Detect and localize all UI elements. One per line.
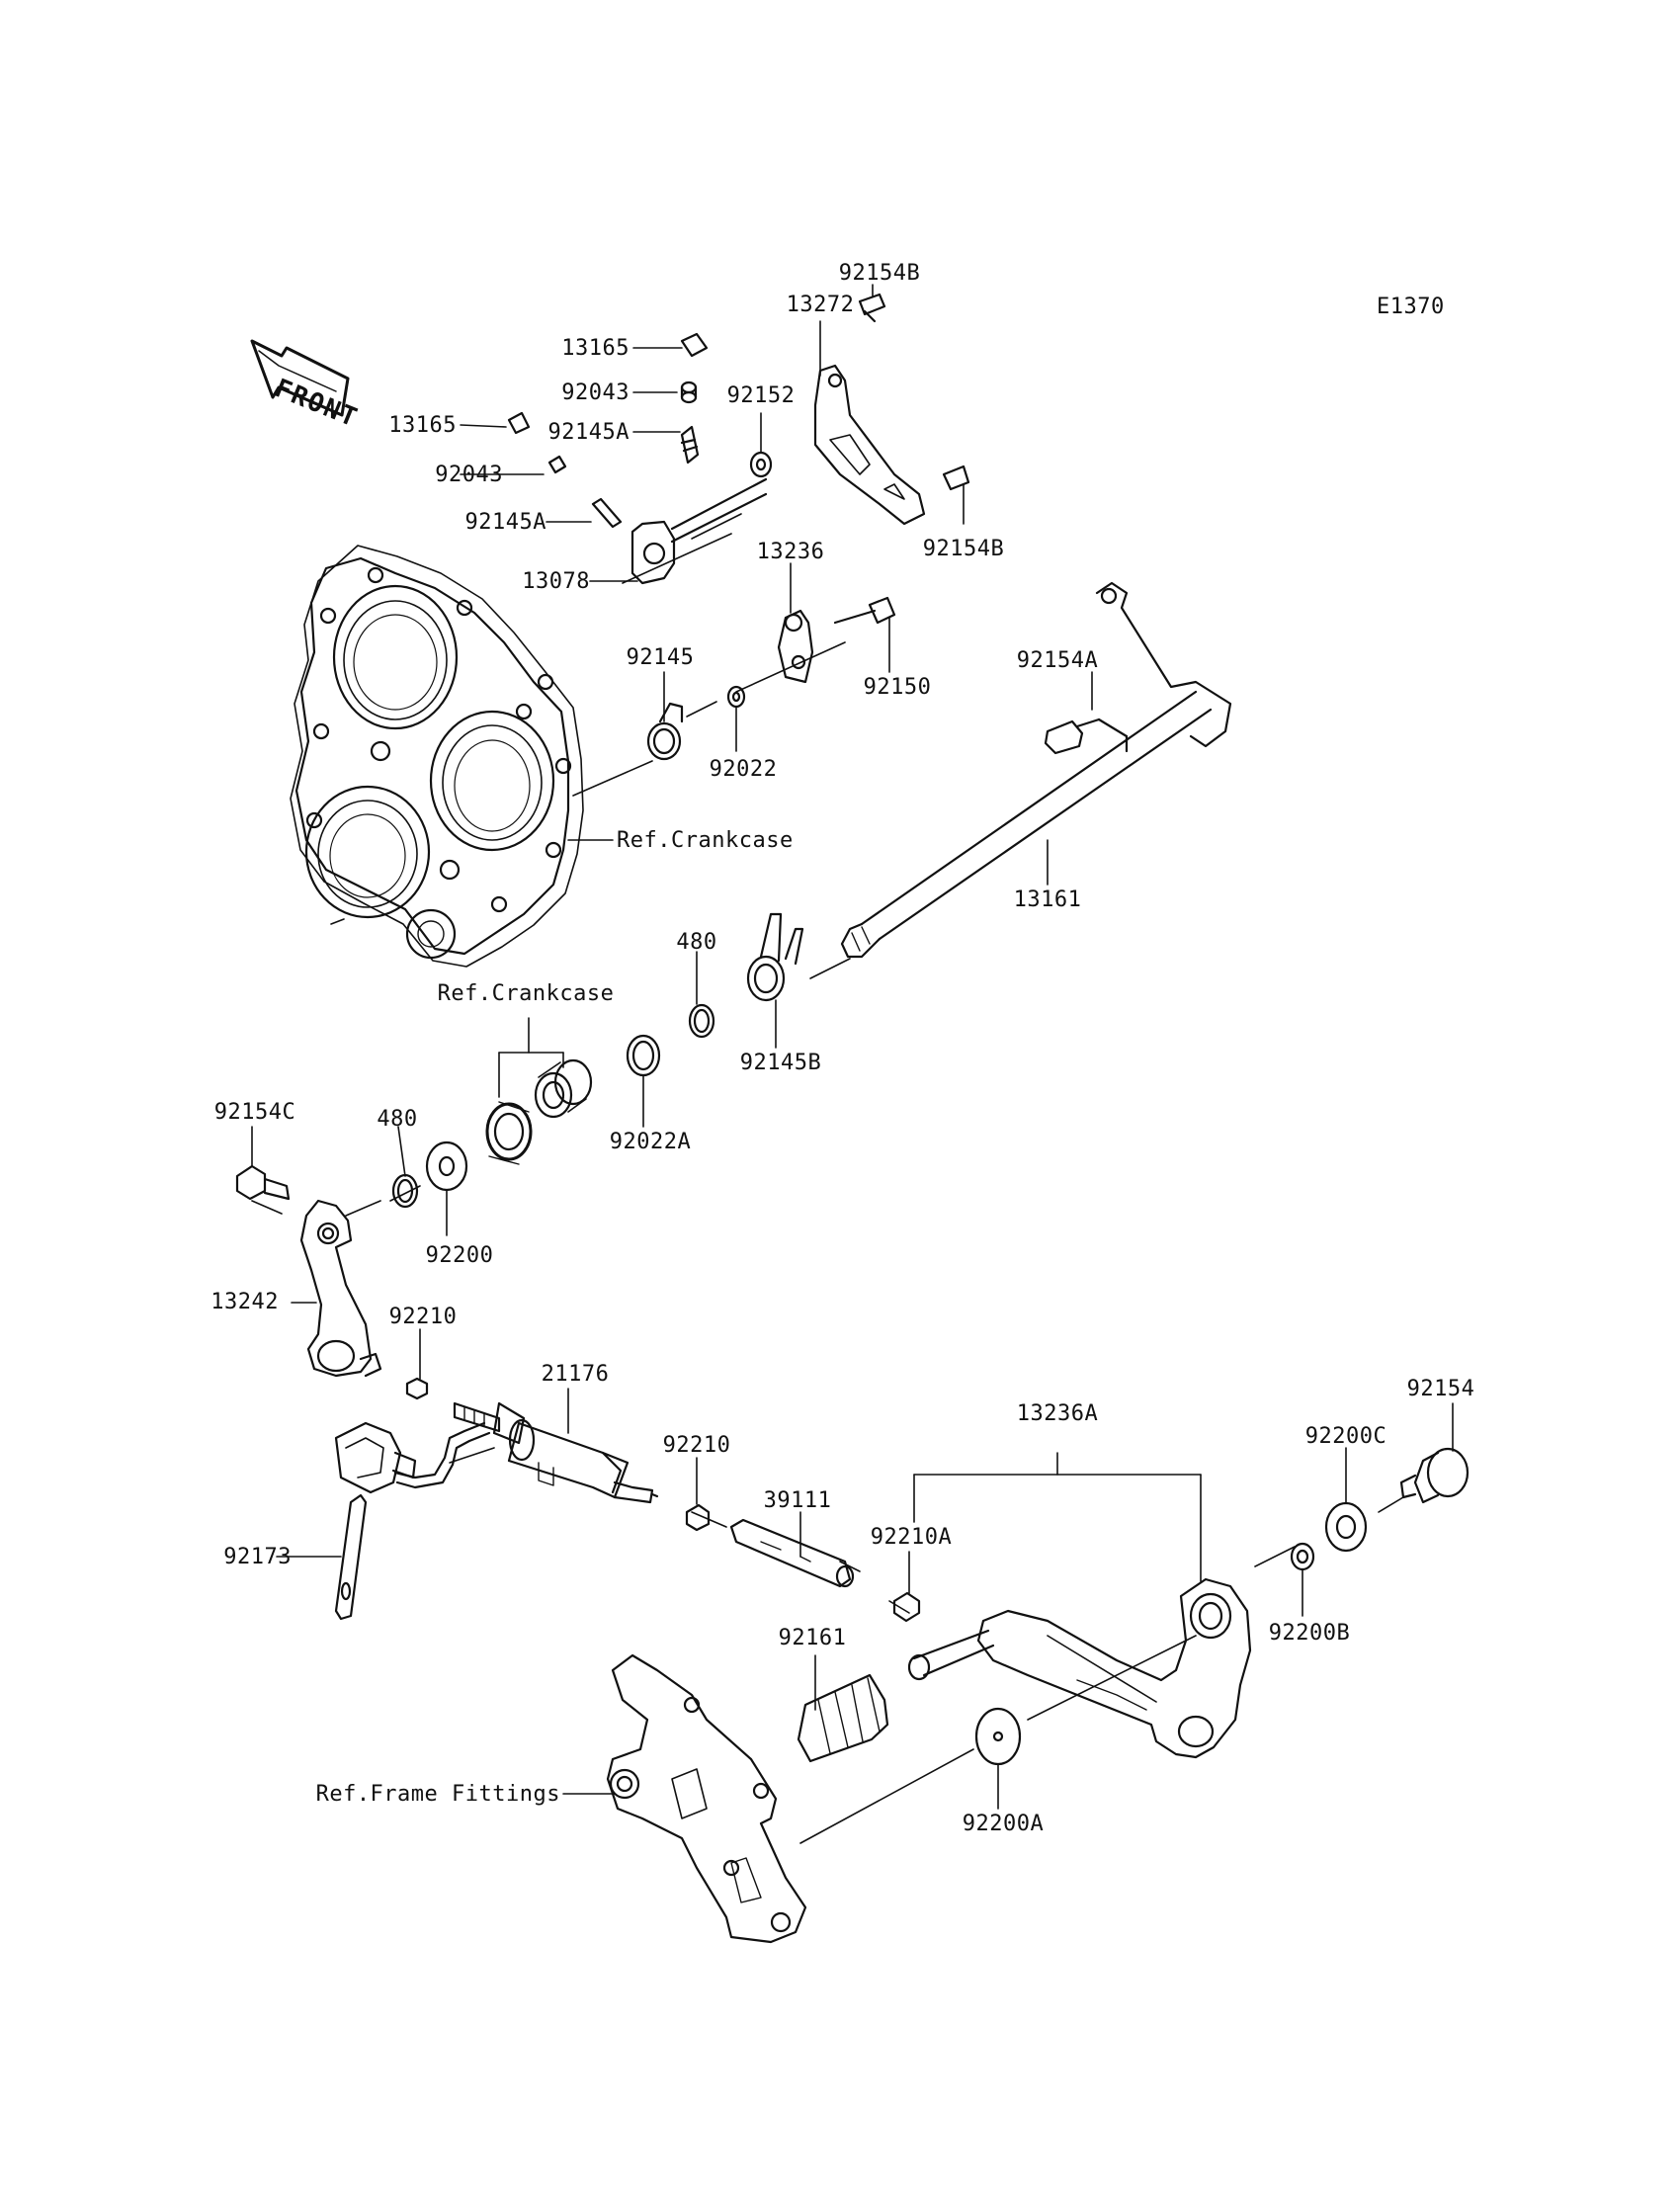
part-label-13242[interactable]: 13242 bbox=[210, 1290, 279, 1314]
bolt-92150 bbox=[833, 596, 896, 625]
part-label-92145B[interactable]: 92145B bbox=[739, 1051, 822, 1075]
bolt-92154A bbox=[1044, 718, 1129, 755]
shift-drum-cam bbox=[630, 477, 768, 585]
washer-92022A bbox=[626, 1034, 661, 1077]
spring-92145 bbox=[646, 702, 684, 761]
part-label-92200[interactable]: 92200 bbox=[425, 1243, 494, 1268]
spring-92145A-a bbox=[680, 425, 700, 465]
bolt-92154B-a bbox=[858, 293, 886, 323]
part-label-13165[interactable]: 13165 bbox=[561, 336, 630, 361]
washer-92200 bbox=[425, 1141, 468, 1192]
part-label-480[interactable]: 480 bbox=[377, 1107, 418, 1132]
bolt-92154C bbox=[235, 1164, 291, 1201]
bearing-crankcase bbox=[534, 1058, 593, 1119]
part-label-92043[interactable]: 92043 bbox=[561, 380, 630, 405]
part-label-92200B[interactable]: 92200B bbox=[1268, 1621, 1351, 1646]
part-label-92022A[interactable]: 92022A bbox=[609, 1130, 692, 1154]
bracket-13236A bbox=[913, 1452, 1202, 1582]
part-label-39111[interactable]: 39111 bbox=[763, 1488, 832, 1513]
part-label-92154A[interactable]: 92154A bbox=[1016, 648, 1099, 673]
circlip-480-a bbox=[688, 1003, 715, 1039]
pin-92043-a bbox=[680, 380, 698, 404]
part-label-92210[interactable]: 92210 bbox=[662, 1433, 731, 1458]
part-label-13165[interactable]: 13165 bbox=[388, 413, 457, 438]
gear-sensor-21176 bbox=[393, 1401, 659, 1504]
clip-13165-b bbox=[507, 411, 531, 435]
leader-lines bbox=[251, 513, 1404, 1844]
pin-92043-b bbox=[547, 455, 567, 474]
bracket-13272 bbox=[813, 364, 926, 526]
part-label-92200A[interactable]: 92200A bbox=[962, 1812, 1045, 1836]
strap-92173 bbox=[276, 1493, 368, 1621]
spring-92145B bbox=[746, 912, 804, 1002]
part-label-480[interactable]: 480 bbox=[676, 930, 717, 955]
spring-92145A-b bbox=[591, 497, 623, 529]
nut-92210-b bbox=[685, 1503, 711, 1532]
seal-crankcase bbox=[485, 1101, 533, 1165]
ref-label-crankcase[interactable]: Ref.Crankcase bbox=[617, 828, 794, 853]
part-label-92210[interactable]: 92210 bbox=[388, 1305, 458, 1329]
washer-92200A bbox=[974, 1707, 1022, 1766]
part-label-92154C[interactable]: 92154C bbox=[213, 1100, 296, 1125]
stopper-13236 bbox=[777, 609, 814, 684]
part-label-13161[interactable]: 13161 bbox=[1013, 887, 1082, 912]
part-label-92200C[interactable]: 92200C bbox=[1304, 1424, 1387, 1449]
part-label-92173[interactable]: 92173 bbox=[223, 1545, 292, 1569]
bolt-92154 bbox=[1399, 1447, 1470, 1504]
ref-label-frame-fittings[interactable]: Ref.Frame Fittings bbox=[315, 1782, 560, 1807]
part-label-92043[interactable]: 92043 bbox=[435, 463, 503, 487]
shift-shaft-13161 bbox=[840, 581, 1232, 959]
frame-fittings bbox=[606, 1653, 807, 1944]
ref-crankcase-bracket bbox=[498, 1017, 564, 1098]
part-label-92161[interactable]: 92161 bbox=[778, 1626, 847, 1650]
part-label-92145A[interactable]: 92145A bbox=[547, 420, 630, 445]
circlip-480-b bbox=[391, 1173, 419, 1209]
part-label-21176[interactable]: 21176 bbox=[541, 1362, 610, 1387]
shift-pedal-13236A bbox=[907, 1577, 1252, 1759]
part-label-92150[interactable]: 92150 bbox=[863, 675, 932, 700]
diagram-code: E1370 bbox=[1377, 295, 1445, 319]
part-label-92154B[interactable]: 92154B bbox=[838, 261, 921, 286]
connector bbox=[334, 1421, 417, 1494]
ref-label-crankcase[interactable]: Ref.Crankcase bbox=[437, 981, 615, 1006]
part-label-92022[interactable]: 92022 bbox=[709, 757, 778, 782]
shift-lever-13242 bbox=[299, 1199, 382, 1378]
rubber-92161 bbox=[797, 1673, 889, 1763]
clip-13165-a bbox=[680, 332, 709, 358]
bolt-92154B-b bbox=[942, 465, 970, 491]
part-label-92145[interactable]: 92145 bbox=[626, 645, 695, 670]
rod-39111 bbox=[729, 1518, 855, 1588]
part-label-13078[interactable]: 13078 bbox=[522, 569, 590, 594]
label-leaders bbox=[251, 284, 1454, 1810]
washer-92200C bbox=[1324, 1501, 1368, 1553]
part-label-92210A[interactable]: 92210A bbox=[870, 1525, 953, 1550]
nut-92210-a bbox=[405, 1377, 429, 1400]
part-label-92154B[interactable]: 92154B bbox=[922, 537, 1005, 561]
part-label-13272[interactable]: 13272 bbox=[786, 293, 855, 317]
part-label-92145A[interactable]: 92145A bbox=[464, 510, 546, 535]
part-label-13236[interactable]: 13236 bbox=[756, 540, 825, 564]
washer-92200B bbox=[1290, 1542, 1315, 1571]
crankcase-cover bbox=[290, 545, 584, 968]
nut-92210A bbox=[892, 1591, 921, 1623]
part-label-92152[interactable]: 92152 bbox=[726, 383, 796, 408]
washer-92022 bbox=[726, 685, 746, 709]
washer-92152 bbox=[749, 451, 773, 478]
part-label-92154[interactable]: 92154 bbox=[1406, 1377, 1475, 1401]
part-label-13236A[interactable]: 13236A bbox=[1016, 1401, 1099, 1426]
front-arrow-icon bbox=[250, 339, 350, 417]
